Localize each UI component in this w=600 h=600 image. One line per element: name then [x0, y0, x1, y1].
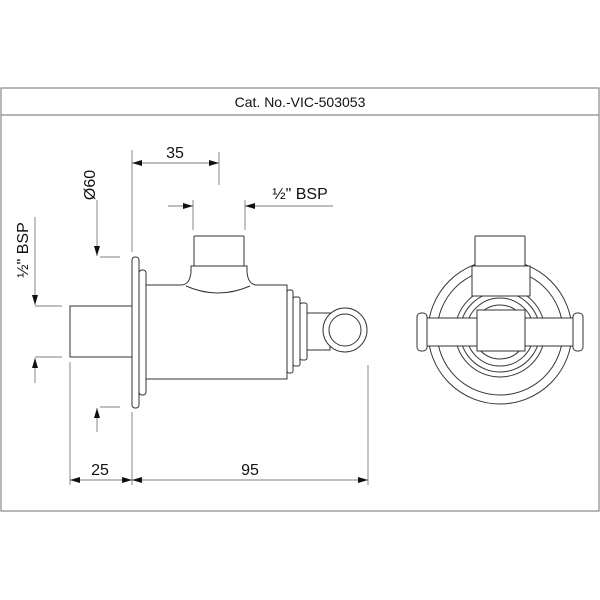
- front-view: [416, 235, 584, 405]
- valve-body: [146, 265, 288, 380]
- flange-step: [138, 269, 147, 396]
- handle-ring: [322, 307, 368, 353]
- outlet-pipe: [193, 235, 245, 267]
- dimension-lines: [32, 150, 369, 485]
- drawing-frame: [0, 87, 600, 512]
- wall-flange: [131, 256, 140, 409]
- dim-inlet-bsp: ½" BSP: [15, 222, 32, 277]
- dim-outlet-bsp: ½" BSP: [272, 186, 327, 203]
- outlet-neck-curve: [185, 285, 251, 294]
- catalog-number: Cat. No.-VIC-503053: [235, 94, 366, 110]
- inlet-pipe: [69, 305, 133, 358]
- handle-hub: [476, 309, 526, 352]
- dim-25: 25: [91, 462, 109, 479]
- dim-diameter-60: Ø60: [82, 170, 99, 200]
- dim-95: 95: [241, 462, 259, 479]
- side-view: [69, 235, 368, 409]
- dim-35: 35: [166, 145, 184, 162]
